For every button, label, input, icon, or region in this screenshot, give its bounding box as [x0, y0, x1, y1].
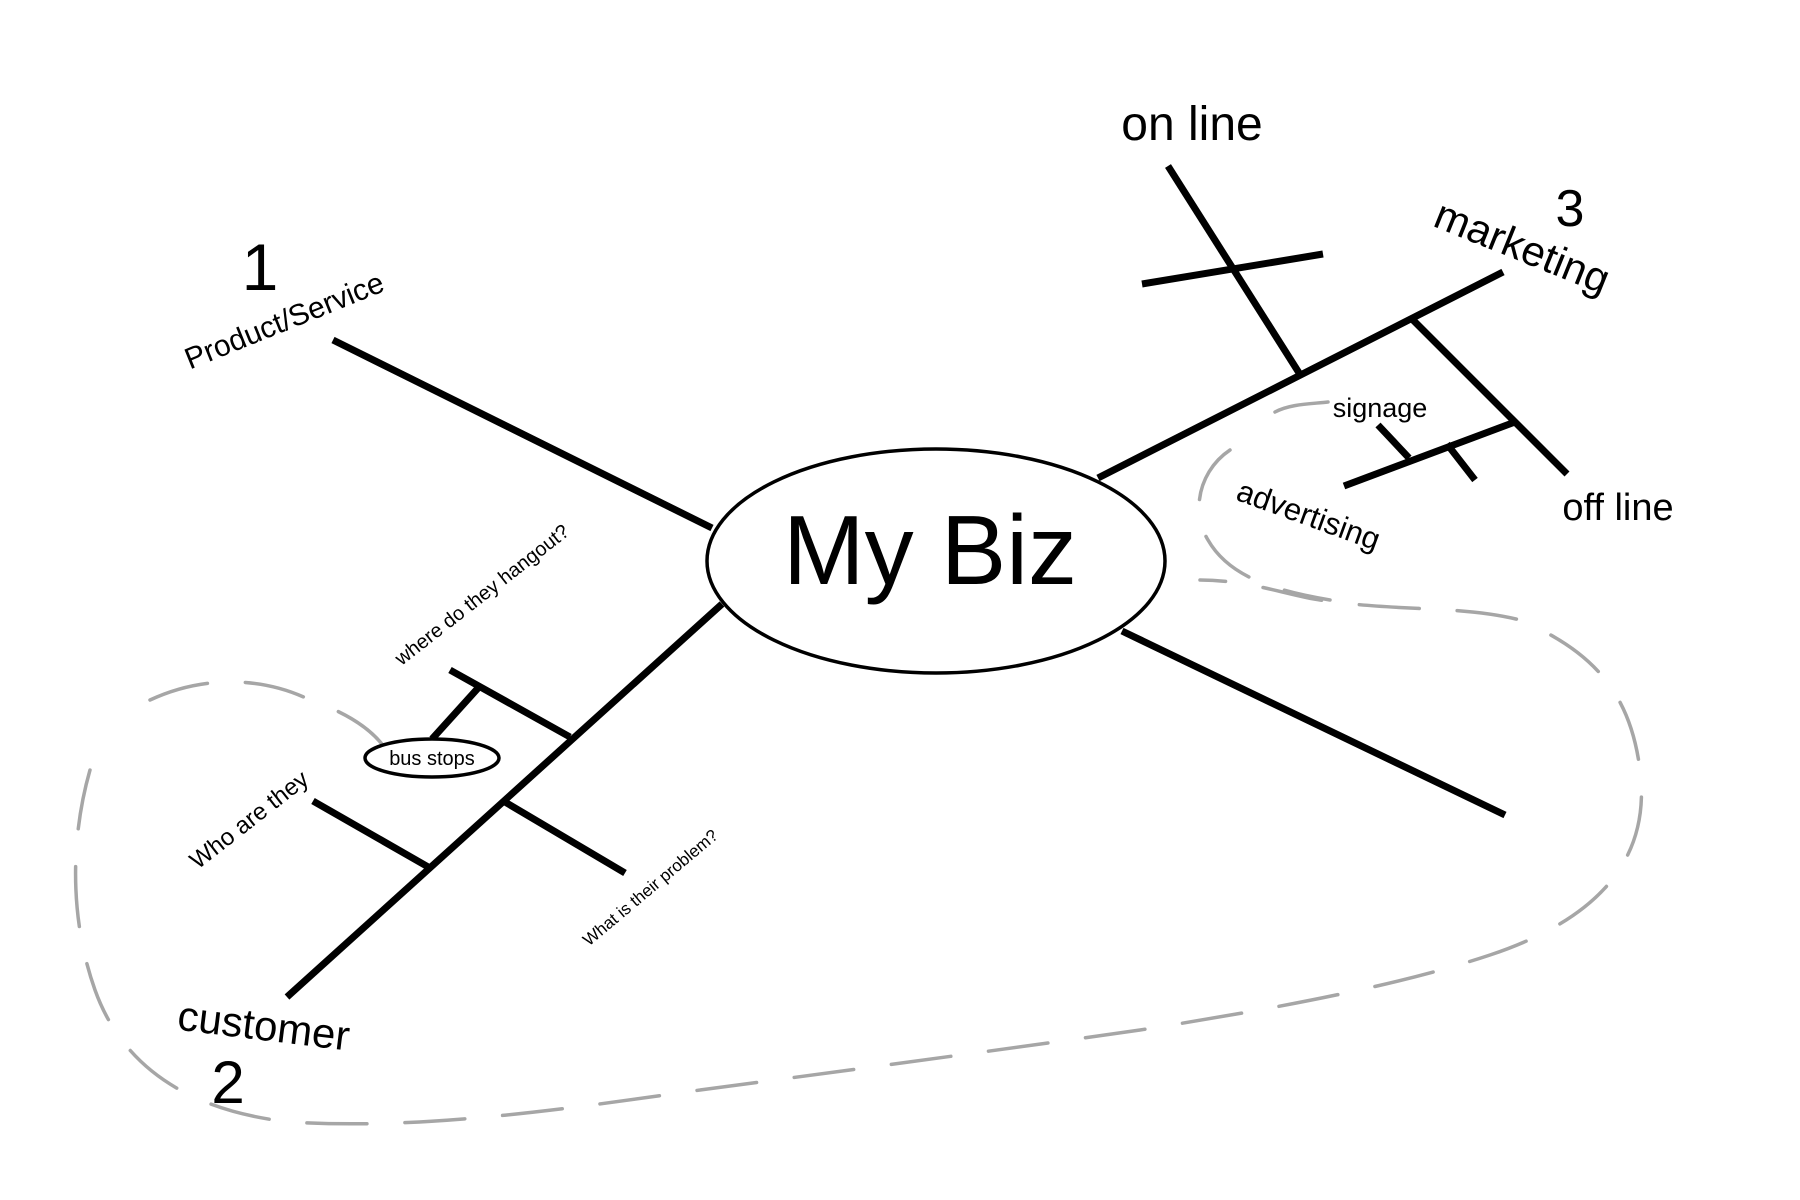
- branch-line-customer: [284, 601, 725, 1000]
- sub-branch-line-bus-stops: [429, 684, 482, 742]
- sub-branch-label-who-are-they: Who are they: [185, 766, 314, 875]
- branch-label-product-service: Product/Service: [180, 266, 389, 376]
- sub-branch-line-problem: [503, 798, 627, 877]
- center-node[interactable]: [705, 447, 1167, 675]
- sub-branch-label-on-line: on line: [1121, 98, 1262, 151]
- sub-branch-label-advertising: advertising: [1232, 473, 1385, 557]
- sub-branch-label-problem: What is their problem?: [579, 826, 722, 950]
- bus-stops-label: bus stops: [389, 748, 475, 770]
- sub-branch-label-off-line: off line: [1562, 487, 1673, 529]
- branch-number-1: 1: [242, 230, 279, 304]
- branch-line-unlabeled: [1120, 627, 1507, 819]
- branch-number-2: 2: [211, 1049, 244, 1116]
- branch-number-3: 3: [1556, 180, 1585, 238]
- bus-stops-bubble[interactable]: [363, 737, 501, 779]
- sub-branch-line-on-line-tick: [1141, 250, 1324, 288]
- sub-branch-line-off-line: [1410, 317, 1570, 477]
- sub-branch-line-advertising: [1444, 441, 1478, 483]
- branch-line-product-service: [331, 336, 714, 532]
- sub-branch-label-signage: signage: [1333, 393, 1428, 423]
- marketing-group-outline: [1197, 400, 1332, 602]
- sub-branch-line-hangout: [448, 666, 572, 741]
- sub-branch-line-who-are-they: [311, 797, 432, 872]
- sub-branch-line-off-line-sub: [1342, 418, 1517, 490]
- sub-branch-label-hangout: where do they hangout?: [390, 521, 573, 671]
- sub-branch-line-signage: [1375, 422, 1412, 461]
- branch-label-customer: customer: [175, 992, 352, 1060]
- branch-label-marketing: marketing: [1428, 190, 1617, 303]
- center-node-label: My Biz: [783, 495, 1077, 605]
- customer-group-outline: [73, 578, 1644, 1126]
